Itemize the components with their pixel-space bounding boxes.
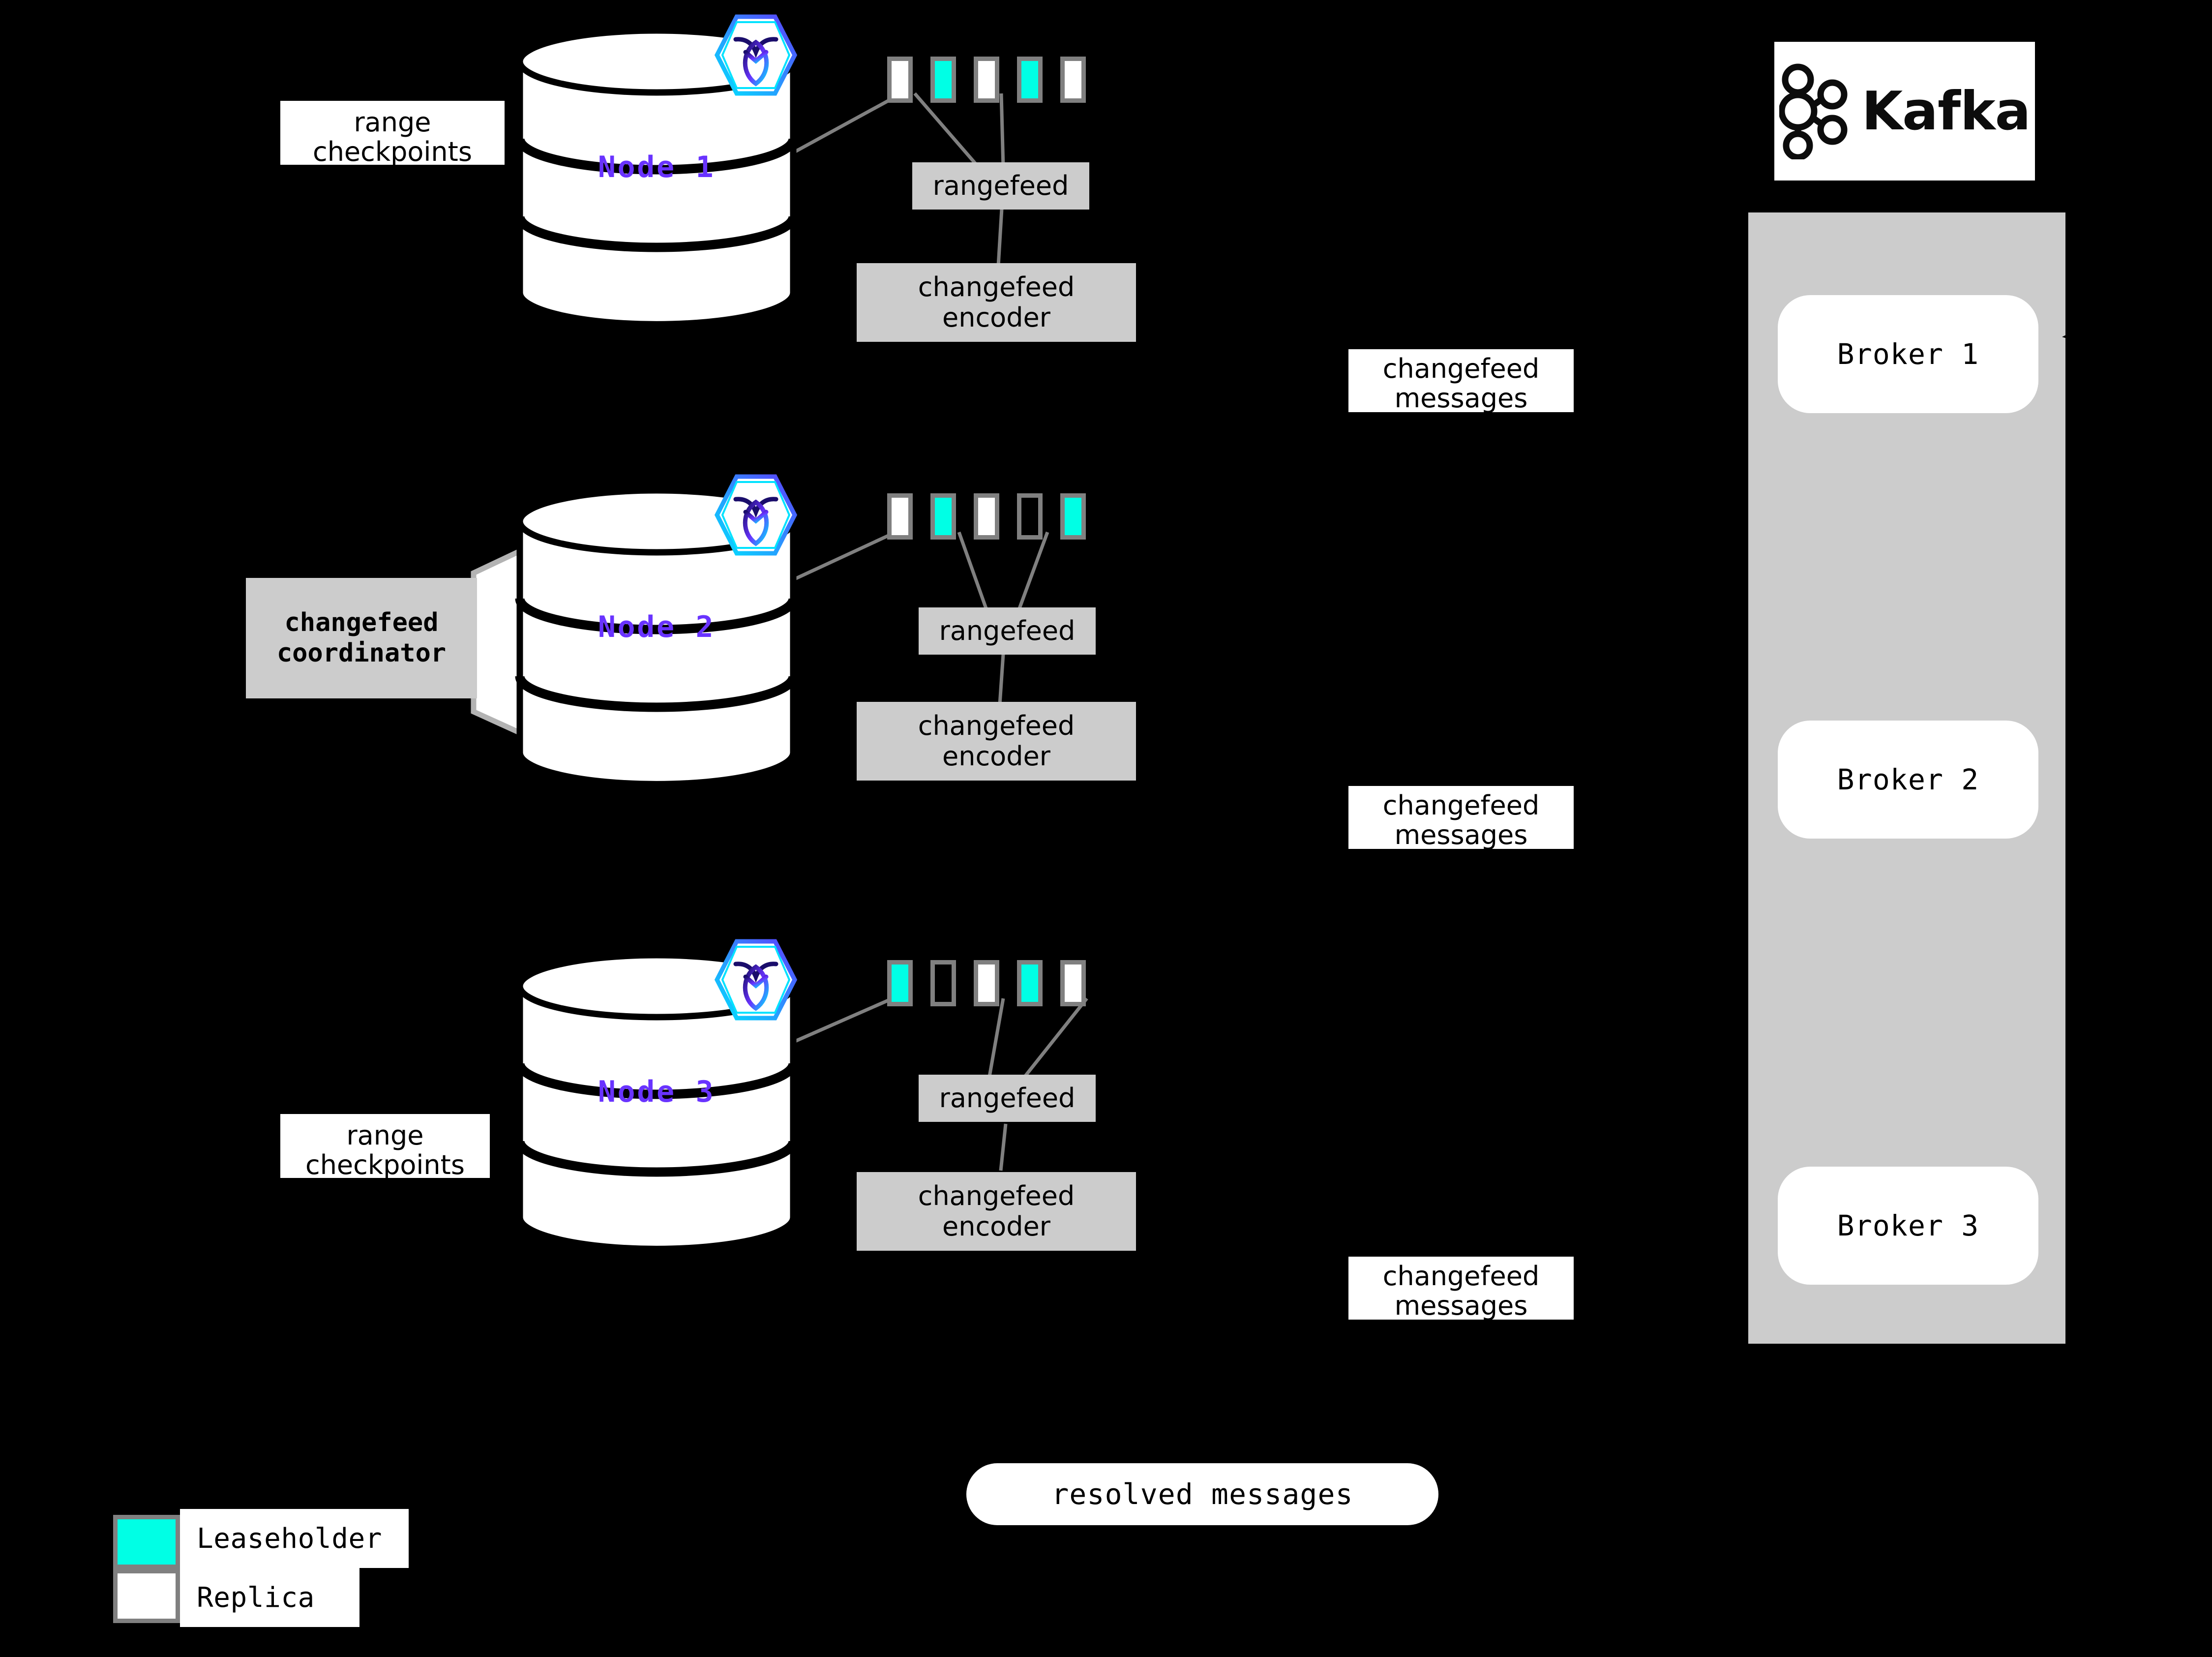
kafka-broker-1[interactable]: Broker 1	[1778, 295, 2038, 413]
range-box[interactable]	[1017, 960, 1043, 1006]
range-box[interactable]	[974, 57, 999, 103]
node-1-rangefeed-label: rangefeed	[932, 170, 1069, 201]
node-1-rangefeed-box[interactable]: rangefeed	[912, 162, 1089, 210]
node-3-rangefeed-label: rangefeed	[939, 1082, 1076, 1114]
node-1-messages-line1: changefeed	[1382, 353, 1540, 384]
changefeed-coordinator-label: changefeed coordinator	[276, 608, 447, 668]
range-box[interactable]	[1060, 57, 1086, 103]
kafka-logo-box: Kafka	[1774, 42, 2035, 181]
node-2-rangefeed-label: rangefeed	[939, 615, 1076, 646]
resolved-messages-label: resolved messages	[1051, 1477, 1353, 1511]
kafka-nodes-icon	[1778, 61, 1853, 161]
node-2-label: Node 2	[598, 610, 716, 644]
range-box[interactable]	[887, 57, 913, 103]
node-3-rangefeed-box[interactable]: rangefeed	[919, 1075, 1096, 1122]
cockroachdb-logo-icon-node-2	[707, 470, 801, 563]
node-1-side-label: range checkpoints	[280, 101, 505, 168]
legend-swatch-replica	[113, 1569, 180, 1623]
node-1-label: Node 1	[598, 150, 716, 184]
node-1-encoder-box[interactable]: changefeed encoder	[857, 263, 1136, 342]
range-box[interactable]	[974, 493, 999, 540]
node-3-side-label-line2: checkpoints	[305, 1149, 465, 1181]
node-3-messages-line1: changefeed	[1382, 1261, 1540, 1292]
node-1-side-label-line1: range	[354, 107, 431, 138]
kafka-wordmark: Kafka	[1861, 80, 2031, 142]
legend-text-replica: Replica	[197, 1581, 315, 1614]
node-3-changefeed-messages-label: changefeed messages	[1348, 1257, 1574, 1322]
node-2-range-row	[887, 493, 1104, 540]
node-1-cylinder[interactable]: Node 1	[514, 25, 799, 330]
cockroachdb-logo-icon-node-1	[707, 10, 801, 103]
legend-label-replica: Replica	[180, 1568, 359, 1627]
resolved-messages-pill[interactable]: resolved messages	[966, 1463, 1438, 1525]
kafka-broker-3-label: Broker 3	[1837, 1209, 1979, 1242]
changefeed-coordinator-box[interactable]: changefeed coordinator	[246, 578, 477, 698]
range-box[interactable]	[1060, 493, 1086, 540]
node-3-cylinder[interactable]: Node 3	[514, 949, 799, 1254]
node-3-messages-line2: messages	[1394, 1290, 1528, 1322]
range-box[interactable]	[930, 960, 956, 1006]
range-box[interactable]	[887, 960, 913, 1006]
node-3-encoder-line1: changefeed	[918, 1180, 1075, 1211]
node-2-cylinder[interactable]: Node 2	[514, 484, 799, 789]
range-box[interactable]	[930, 493, 956, 540]
legend-text-leaseholder: Leaseholder	[197, 1522, 383, 1555]
node-1-side-label-line2: checkpoints	[313, 136, 472, 168]
range-box[interactable]	[974, 960, 999, 1006]
node-1-encoder-line1: changefeed	[918, 271, 1075, 302]
legend-swatch-leaseholder	[113, 1515, 180, 1569]
kafka-broker-3[interactable]: Broker 3	[1778, 1167, 2038, 1285]
node-3-side-label-line1: range	[346, 1120, 424, 1151]
node-2-messages-line1: changefeed	[1382, 790, 1540, 821]
node-1-range-row	[887, 57, 1104, 103]
node-1-messages-line2: messages	[1394, 383, 1528, 414]
node-3-label: Node 3	[598, 1075, 716, 1109]
node-2-changefeed-messages-label: changefeed messages	[1348, 786, 1574, 851]
node-3-encoder-box[interactable]: changefeed encoder	[857, 1172, 1136, 1251]
range-box[interactable]	[1017, 493, 1043, 540]
kafka-broker-2[interactable]: Broker 2	[1778, 721, 2038, 839]
node-2-rangefeed-box[interactable]: rangefeed	[919, 607, 1096, 655]
node-1-encoder-line2: encoder	[942, 302, 1050, 333]
node-2-encoder-box[interactable]: changefeed encoder	[857, 702, 1136, 781]
legend-label-leaseholder: Leaseholder	[180, 1509, 409, 1568]
kafka-broker-2-label: Broker 2	[1837, 763, 1979, 796]
node-2-encoder-line1: changefeed	[918, 710, 1075, 741]
range-box[interactable]	[1060, 960, 1086, 1006]
range-box[interactable]	[887, 493, 913, 540]
node-2-messages-line2: messages	[1394, 819, 1528, 851]
node-3-encoder-line2: encoder	[942, 1211, 1050, 1242]
kafka-inbound-arrow-icon	[2062, 325, 2088, 345]
node-2-encoder-line2: encoder	[942, 741, 1050, 772]
cockroachdb-logo-icon-node-3	[707, 934, 801, 1027]
range-box[interactable]	[930, 57, 956, 103]
node-3-side-label: range checkpoints	[280, 1114, 490, 1181]
range-box[interactable]	[1017, 57, 1043, 103]
node-3-range-row	[887, 960, 1104, 1006]
node-1-changefeed-messages-label: changefeed messages	[1348, 349, 1574, 414]
kafka-broker-1-label: Broker 1	[1837, 337, 1979, 371]
